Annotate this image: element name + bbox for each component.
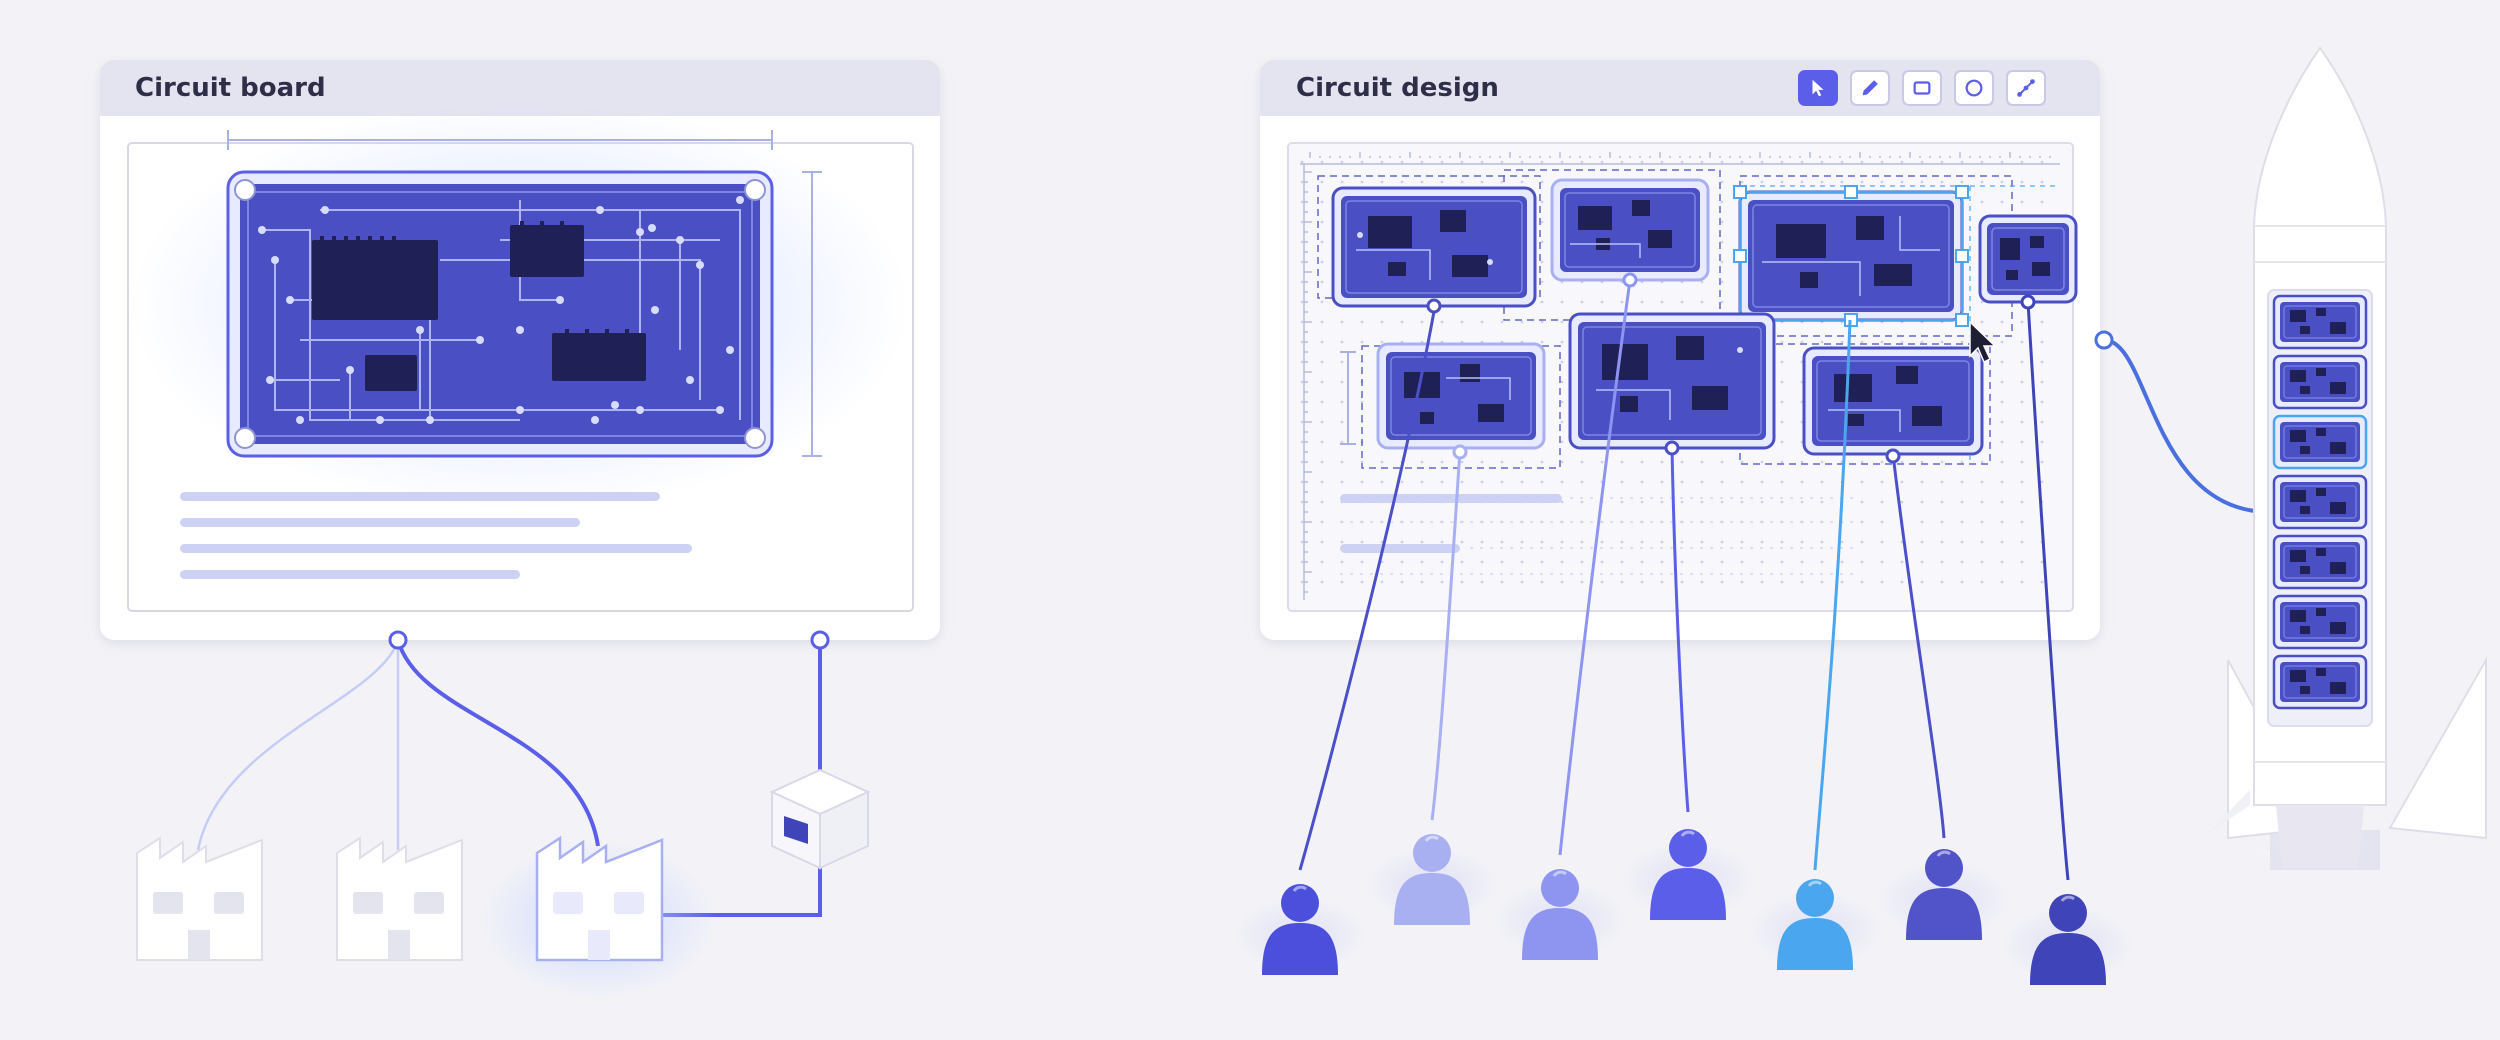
chip [312,225,646,391]
tool-pen-button[interactable] [1850,70,1890,106]
rocket-module [2272,294,2368,350]
people-connectors [1298,279,2070,881]
person-icon [1874,849,2014,940]
pencil-icon [1862,80,1878,96]
right-panel-title: Circuit design [1296,73,1499,103]
person-icon [1998,894,2138,985]
design-board-selected[interactable] [1738,190,1964,322]
cube-icon [769,768,871,870]
tool-connector-button[interactable] [2006,70,2046,106]
design-board [1978,214,2078,304]
rectangle-icon [1913,81,1931,95]
design-board [1331,186,1537,308]
width-dimension-line [227,130,773,150]
design-board [1376,342,1546,450]
design-board [1568,312,1776,450]
rocket-connector [2094,330,2269,514]
person-icon [1362,834,1502,925]
circuit-board [226,170,774,458]
height-dimension-line [802,171,822,457]
cursor-icon [1812,79,1824,97]
factory-icon [336,836,463,961]
rocket-module [2272,354,2368,410]
connector-icon [2017,79,2035,97]
circle-icon [1965,79,1983,97]
person-icon [1618,829,1758,920]
person-icon [1490,869,1630,960]
rocket-module [2272,654,2368,710]
design-board [1802,346,1984,456]
tool-select-button[interactable] [1798,70,1838,106]
description-placeholder [180,492,692,579]
mouse-cursor-icon [1969,320,1997,364]
rocket-module [2272,474,2368,530]
rocket-module [2272,594,2368,650]
factory-icon [136,836,263,961]
rocket-module [2272,414,2368,470]
rocket-module [2272,534,2368,590]
design-board [1550,178,1710,282]
person-icon [1745,879,1885,970]
left-panel-title: Circuit board [135,73,326,103]
factory-icon [535,835,664,962]
circuit-design-panel [1260,60,2100,640]
person-icon [1230,884,1370,975]
tool-rectangle-button[interactable] [1902,70,1942,106]
tool-circle-button[interactable] [1954,70,1994,106]
circuit-board-panel [100,60,940,640]
